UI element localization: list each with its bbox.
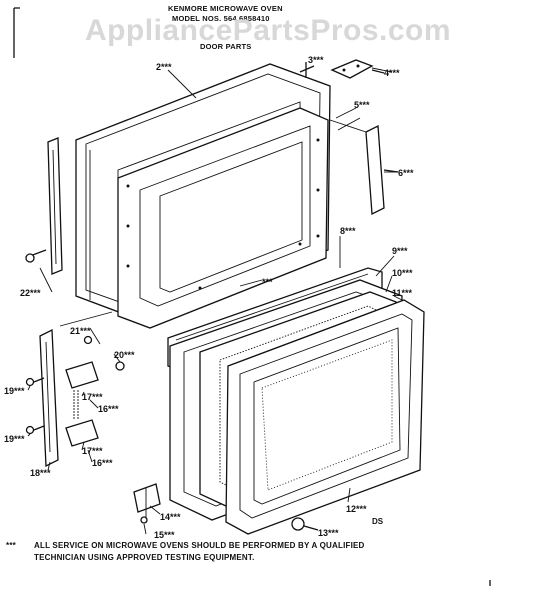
- label-part-16a: 16***: [98, 404, 119, 414]
- door-panel-part-7: [117, 107, 329, 329]
- label-part-15: 15***: [154, 530, 175, 540]
- latch-bracket-part-4: [330, 59, 385, 79]
- brand-title: KENMORE MICROWAVE OVEN: [168, 4, 283, 13]
- model-number: MODEL NOS. 564.6858410: [172, 14, 270, 23]
- label-part-2: 2***: [156, 62, 172, 72]
- label-part-22: 22***: [20, 288, 41, 298]
- label-part-16b: 16***: [92, 458, 113, 468]
- label-part-8: 8***: [340, 226, 356, 236]
- label-part-20: 20***: [114, 350, 135, 360]
- label-part-17b: 17***: [82, 446, 103, 456]
- label-part-9: 9***: [392, 246, 408, 256]
- label-part-12: 12***: [346, 504, 367, 514]
- label-part-21: 21***: [70, 326, 91, 336]
- latch-bar-part-6: [329, 117, 399, 216]
- label-part-18: 18***: [30, 468, 51, 478]
- hinge-strip-part-22: [25, 137, 63, 275]
- outer-door-part-11: [225, 299, 425, 535]
- footnote-line-1: ALL SERVICE ON MICROWAVE OVENS SHOULD BE…: [34, 541, 365, 550]
- footnote-marker: ***: [6, 541, 16, 550]
- label-part-5: 5***: [354, 100, 370, 110]
- label-part-4: 4***: [384, 68, 400, 78]
- hinge-assembly-part-18: [25, 311, 125, 468]
- label-part-3: 3***: [308, 55, 324, 65]
- label-part-13: 13***: [318, 528, 339, 538]
- door-button-part-13: [291, 517, 319, 531]
- label-part-11: 11***: [392, 288, 413, 298]
- label-part-7: ***: [262, 277, 273, 287]
- section-title: DOOR PARTS: [200, 42, 252, 51]
- screw-part-3: [299, 62, 315, 78]
- label-part-19b: 19***: [4, 434, 25, 444]
- label-part-10: 10***: [392, 268, 413, 278]
- label-part-6: 6***: [398, 168, 414, 178]
- label-part-17a: 17***: [82, 392, 103, 402]
- label-part-19a: 19***: [4, 386, 25, 396]
- label-ds: DS: [372, 517, 384, 526]
- leader-lines: [27, 67, 403, 535]
- lower-hinge-part-14: [133, 483, 161, 524]
- label-part-14: 14***: [160, 512, 181, 522]
- footnote-line-2: TECHNICIAN USING APPROVED TESTING EQUIPM…: [34, 553, 255, 562]
- corner-mark: [13, 7, 20, 58]
